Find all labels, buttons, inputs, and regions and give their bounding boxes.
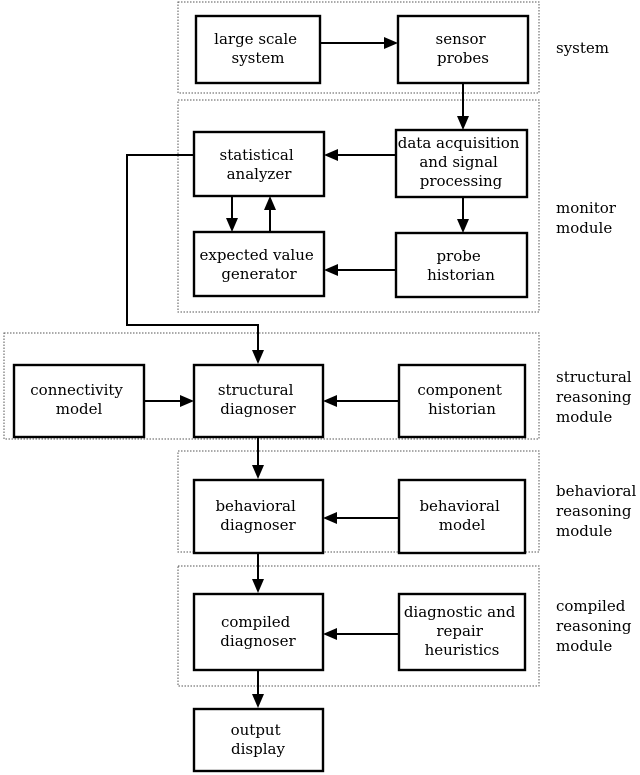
arrowhead (252, 350, 264, 364)
svg-text:large scale system: large scale system (214, 30, 302, 67)
statistical-analyzer-box: statistical analyzer (192, 130, 326, 198)
arrowhead (324, 149, 338, 161)
svg-text:data acquisition and sig: data acquisition and signal processing (398, 134, 524, 190)
sensor-probes-box: sensor probes (396, 14, 530, 85)
expected-value-generator-box: expected value generator (192, 230, 326, 298)
diagnostic-heuristics-box: diagnostic and repair heuristics (397, 592, 527, 672)
arrowhead (324, 264, 338, 276)
system-group (177, 1, 540, 94)
arrowhead (323, 395, 337, 407)
behavioral-model-box: behavioral model (397, 478, 527, 555)
svg-text:component historian: component historian (417, 381, 506, 418)
data-acquisition-box: data acquisition and signal processing (394, 128, 529, 199)
structural-diagnoser-box: structural diagnoser (192, 363, 325, 439)
module-label-behavioral: behavioral reasoning module (556, 482, 640, 540)
svg-text:statistical analyzer: statistical analyzer (220, 146, 299, 183)
svg-text:output display: output display (231, 721, 286, 758)
arrowhead (252, 694, 264, 708)
component-historian-box: component historian (397, 363, 527, 439)
compiled-module-group (177, 565, 540, 687)
module-label-system: system (556, 39, 609, 57)
svg-text:compiled diagnoser: compiled diagnoser (220, 613, 296, 650)
svg-text:behavioral diagnoser: behavioral diagnoser (215, 497, 300, 534)
svg-text:probe historian: probe historian (427, 247, 495, 284)
module-label-structural: structural reasoning module (556, 368, 636, 426)
module-label-compiled: compiled reasoning module (556, 597, 636, 655)
compiled-diagnoser-box: compiled diagnoser (192, 592, 325, 672)
svg-text:connectivity model: connectivity model (30, 381, 127, 418)
connectivity-model-box: connectivity model (12, 363, 146, 439)
output-display-box: output display (192, 707, 325, 773)
large-scale-system-box: large scale system (194, 14, 322, 85)
arrowhead (457, 116, 469, 130)
monitor-module-group (177, 99, 540, 313)
arrowhead (323, 512, 337, 524)
arrowhead (180, 395, 194, 407)
svg-text:sensor probes: sensor probes (436, 30, 491, 67)
behavioral-module-group (177, 450, 540, 553)
arrowhead (264, 196, 276, 210)
probe-historian-box: probe historian (394, 231, 529, 299)
arrowhead (226, 218, 238, 232)
arrowhead (252, 465, 264, 479)
arrowhead (457, 219, 469, 233)
arrowhead (323, 628, 337, 640)
svg-text:structural diagnoser: structural diagnoser (218, 381, 298, 418)
connectors (126, 37, 469, 708)
svg-text:diagnostic and repair: diagnostic and repair heuristics (404, 603, 520, 659)
structural-module-group (3, 332, 540, 440)
module-label-monitor: monitor module (556, 199, 621, 237)
behavioral-diagnoser-box: behavioral diagnoser (192, 478, 325, 555)
arrowhead (252, 579, 264, 593)
arrowhead (384, 37, 398, 49)
svg-text:expected value generator: expected value generator (199, 246, 318, 283)
svg-text:behavioral model: behavioral model (419, 497, 504, 534)
